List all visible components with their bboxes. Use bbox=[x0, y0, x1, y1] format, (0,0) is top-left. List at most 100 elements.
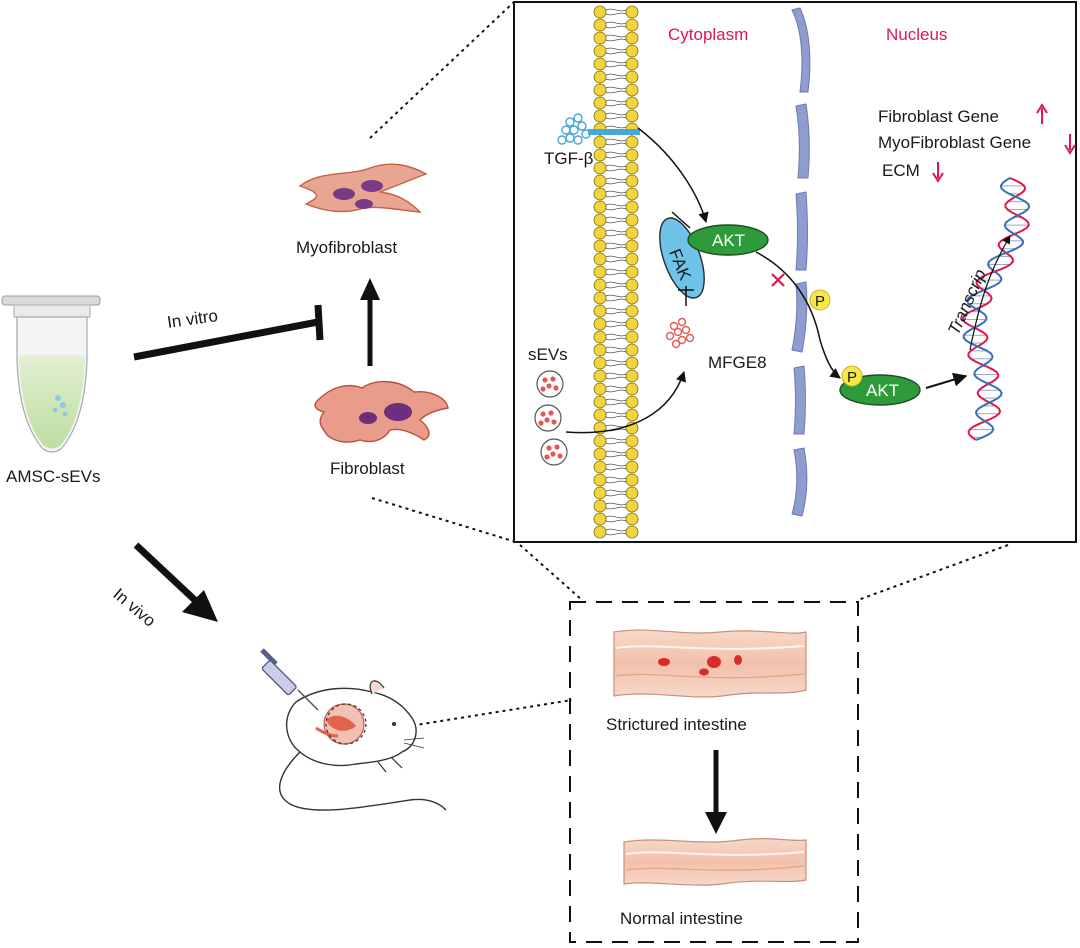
lipid-tail bbox=[605, 229, 627, 237]
lipid-head bbox=[593, 252, 607, 266]
lipid-head bbox=[593, 213, 607, 227]
lipid-tail bbox=[605, 372, 627, 380]
myofibroblast-cell bbox=[298, 163, 428, 213]
sevs-to-mfge8-arrow bbox=[565, 371, 686, 434]
lipid-head bbox=[625, 135, 639, 149]
normal-intestine-label: Normal intestine bbox=[620, 909, 743, 928]
lipid-tail bbox=[605, 476, 627, 484]
lipid-head bbox=[593, 83, 607, 97]
lipid-head bbox=[625, 525, 639, 539]
lipid-tail bbox=[605, 294, 627, 302]
fibroblast-label: Fibroblast bbox=[330, 459, 405, 478]
lipid-head bbox=[625, 343, 639, 357]
lipid-head bbox=[593, 395, 607, 409]
lipid-tail bbox=[605, 86, 627, 94]
lipid-tail bbox=[605, 73, 627, 81]
lipid-head bbox=[625, 187, 639, 201]
lipid-head bbox=[625, 486, 639, 500]
lipid-tail bbox=[605, 502, 627, 510]
lipid-tail bbox=[605, 164, 627, 172]
lipid-head bbox=[625, 226, 639, 240]
zoom-connector-lines bbox=[369, 1, 1009, 731]
lipid-head bbox=[593, 109, 607, 123]
lipid-head bbox=[625, 57, 639, 71]
akt-label: AKT bbox=[712, 231, 745, 250]
lipid-tail bbox=[605, 489, 627, 497]
lipid-head bbox=[593, 291, 607, 305]
akt-to-dna-arrow bbox=[925, 372, 968, 389]
strictured-intestine-image bbox=[613, 629, 807, 698]
lipid-head bbox=[625, 265, 639, 279]
phosphate-1 bbox=[809, 289, 831, 311]
nuclear-membrane bbox=[791, 7, 811, 517]
lipid-head bbox=[593, 187, 607, 201]
sevs-vesicles bbox=[534, 370, 568, 466]
lipid-head bbox=[625, 460, 639, 474]
fak-protein bbox=[659, 217, 705, 299]
lipid-head bbox=[625, 96, 639, 110]
lipid-head bbox=[625, 213, 639, 227]
differentiation-arrow bbox=[360, 278, 380, 366]
lipid-head bbox=[625, 70, 639, 84]
lipid-head bbox=[593, 5, 607, 19]
lipid-tail bbox=[605, 346, 627, 354]
mouse-icon bbox=[279, 680, 447, 811]
tgf-to-akt-arrow bbox=[637, 127, 709, 224]
lipid-tail bbox=[605, 437, 627, 445]
lipid-head bbox=[593, 304, 607, 318]
lipid-head bbox=[625, 408, 639, 422]
akt-phospho-label: AKT bbox=[866, 381, 899, 400]
lipid-head bbox=[593, 486, 607, 500]
ecm-label: ECM bbox=[882, 161, 920, 180]
lipid-head bbox=[625, 395, 639, 409]
lipid-head bbox=[593, 70, 607, 84]
intestine-panel bbox=[569, 601, 859, 943]
lipid-head bbox=[625, 369, 639, 383]
lipid-head bbox=[625, 161, 639, 175]
down-arrow-icon bbox=[1064, 134, 1076, 155]
lipid-head bbox=[593, 278, 607, 292]
lipid-tail bbox=[605, 177, 627, 185]
lipid-tail bbox=[605, 216, 627, 224]
amsc-sevs-label: AMSC-sEVs bbox=[6, 467, 100, 486]
lipid-head bbox=[593, 434, 607, 448]
lipid-head bbox=[593, 135, 607, 149]
lipid-tail bbox=[605, 320, 627, 328]
lipid-tail bbox=[605, 112, 627, 120]
normal-intestine-image bbox=[623, 838, 807, 886]
nucleus-label: Nucleus bbox=[886, 25, 947, 44]
lipid-head bbox=[625, 174, 639, 188]
lipid-tail bbox=[605, 190, 627, 198]
fibroblast-gene-label: Fibroblast Gene bbox=[878, 107, 999, 126]
lipid-head bbox=[593, 174, 607, 188]
lipid-tail bbox=[605, 138, 627, 146]
lipid-head bbox=[625, 382, 639, 396]
tgf-beta-label: TGF-β bbox=[544, 149, 594, 168]
myofibroblast-label: Myofibroblast bbox=[296, 238, 397, 257]
lipid-head bbox=[593, 96, 607, 110]
lipid-head bbox=[593, 408, 607, 422]
mfge8-label: MFGE8 bbox=[708, 353, 767, 372]
lipid-head bbox=[625, 512, 639, 526]
tgf-inhibit-bar bbox=[671, 211, 691, 229]
lipid-tail bbox=[605, 307, 627, 315]
sevs-label: sEVs bbox=[528, 345, 568, 364]
lipid-head bbox=[625, 109, 639, 123]
akt-phospho-protein bbox=[839, 365, 921, 406]
lipid-head bbox=[593, 18, 607, 32]
lipid-head bbox=[625, 304, 639, 318]
lipid-head bbox=[593, 148, 607, 162]
in-vivo-arrow bbox=[133, 542, 218, 622]
lipid-head bbox=[625, 148, 639, 162]
lipid-tail bbox=[605, 450, 627, 458]
lipid-tail bbox=[605, 528, 627, 536]
lipid-tail bbox=[605, 398, 627, 406]
lipid-head bbox=[593, 57, 607, 71]
lipid-head bbox=[625, 330, 639, 344]
lipid-head bbox=[593, 369, 607, 383]
mfge8-vesicle-cluster bbox=[665, 317, 695, 349]
syringe-icon bbox=[260, 648, 319, 711]
lipid-head bbox=[593, 226, 607, 240]
phosphate-2-label: P bbox=[847, 369, 857, 386]
